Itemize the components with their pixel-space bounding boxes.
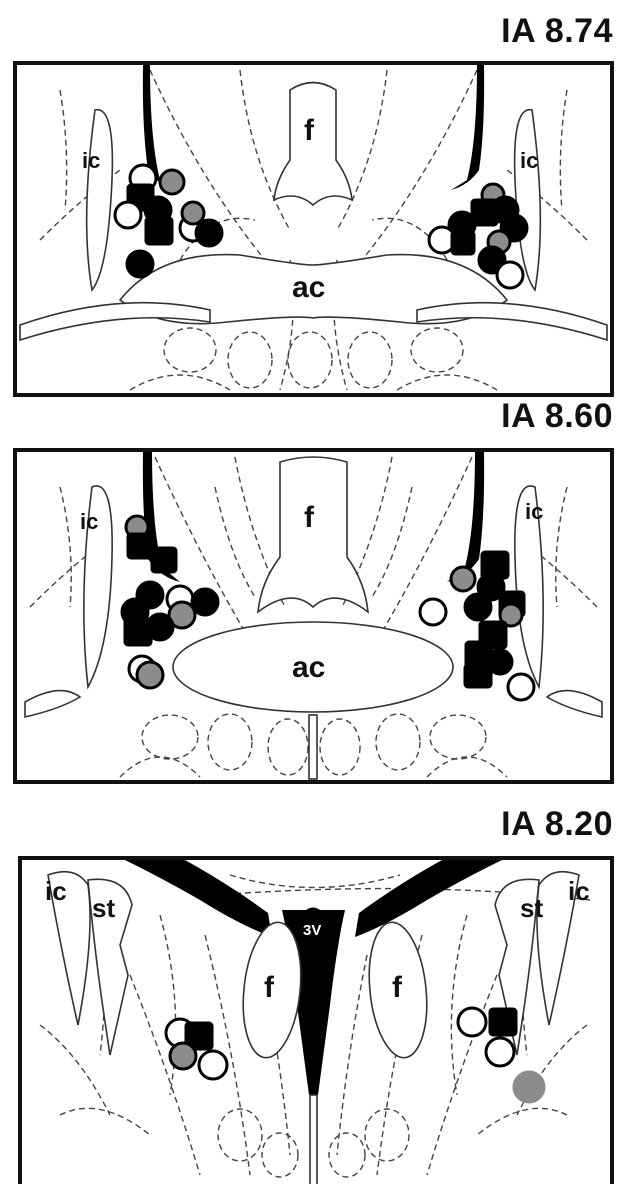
marker-filled: [465, 594, 491, 620]
label-internal-capsule-left: ic: [45, 876, 67, 906]
marker-filled-square: [452, 232, 474, 254]
marker-filled: [147, 614, 173, 640]
panel-title-ia-820: IA 8.20: [501, 805, 613, 844]
label-fornix-left: f: [264, 971, 275, 1004]
marker-open: [199, 1051, 227, 1079]
marker-open: [420, 599, 446, 625]
marker-filled-square: [128, 534, 154, 558]
label-anterior-commissure: ac: [292, 651, 325, 684]
brain-section-ia-874: f ac ic ic: [0, 60, 627, 400]
marker-filled: [196, 220, 222, 246]
marker-gray: [451, 567, 475, 591]
marker-open: [486, 1038, 514, 1066]
label-third-ventricle: 3V: [303, 922, 321, 939]
label-stria-terminalis-right: st: [520, 893, 543, 923]
marker-open: [497, 262, 523, 288]
panel-title-ia-860: IA 8.60: [501, 397, 613, 436]
marker-open: [115, 202, 141, 228]
marker-gray: [170, 1043, 196, 1069]
marker-filled-square: [152, 548, 176, 572]
label-internal-capsule-right: ic: [520, 148, 538, 173]
marker-filled-square: [465, 665, 491, 687]
label-fornix: f: [304, 114, 315, 147]
marker-filled: [127, 251, 153, 277]
label-internal-capsule-left: ic: [82, 148, 100, 173]
brain-section-ia-820: f f 3V ic st st ic: [0, 855, 627, 1184]
marker-open: [508, 674, 534, 700]
marker-filled-square: [490, 1009, 516, 1035]
marker-gray: [137, 662, 163, 688]
marker-filled: [488, 650, 512, 674]
marker-gray: [160, 170, 184, 194]
label-stria-terminalis-left: st: [92, 893, 115, 923]
midline-canal: [310, 1095, 317, 1184]
marker-open: [458, 1008, 486, 1036]
label-fornix-right: f: [392, 971, 403, 1004]
label-fornix: f: [304, 501, 315, 534]
marker-filled-square: [146, 218, 172, 244]
midline-canal: [309, 715, 317, 779]
panel-title-ia-874: IA 8.74: [501, 12, 613, 51]
label-anterior-commissure: ac: [292, 271, 325, 304]
label-internal-capsule-right: ic: [568, 876, 590, 906]
marker-gray: [182, 202, 204, 224]
marker-gray: [514, 1072, 544, 1102]
label-internal-capsule-right: ic: [525, 499, 543, 524]
brain-section-ia-860: f ac ic ic: [0, 447, 627, 787]
label-internal-capsule-left: ic: [80, 509, 98, 534]
